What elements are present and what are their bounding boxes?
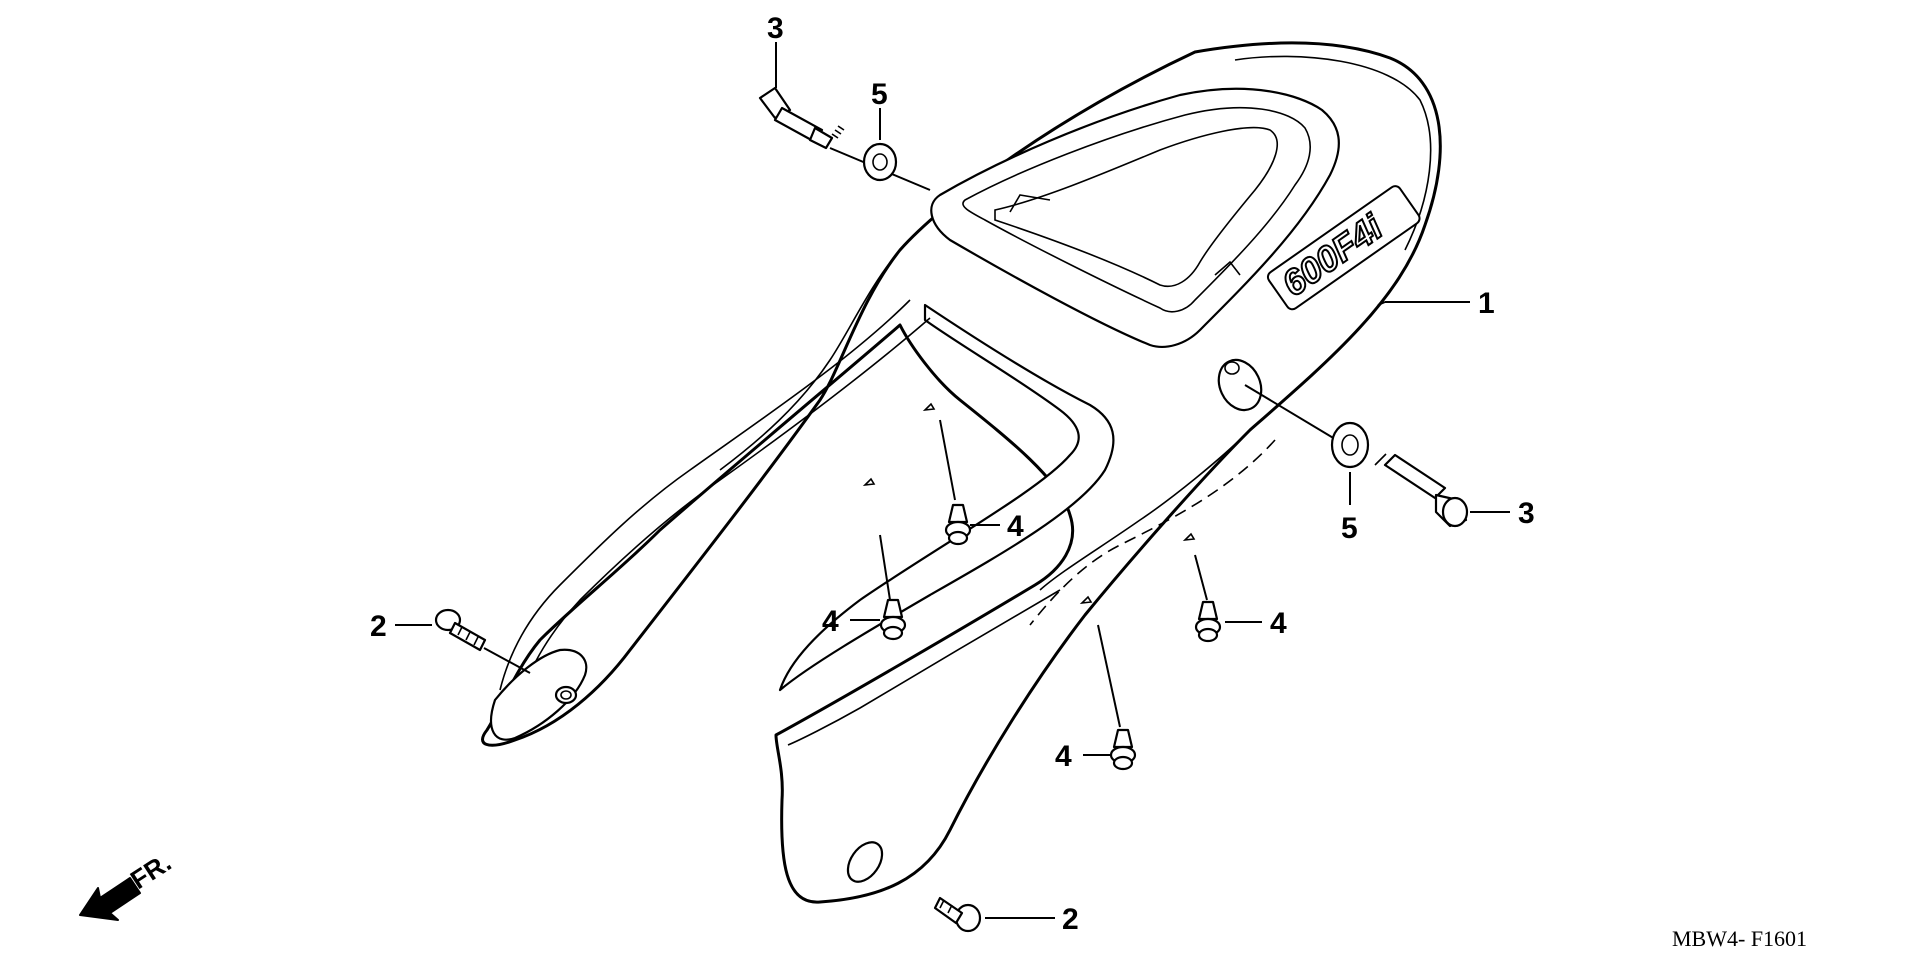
leader-4c-up [1194, 554, 1208, 601]
screw-left [434, 608, 487, 652]
callout-2a: 2 [370, 610, 387, 643]
grommet-right [1330, 421, 1370, 469]
lower-panel-edge [1039, 429, 1251, 591]
lower-flange [787, 589, 1061, 746]
arm-channel-2 [519, 317, 931, 701]
screw-bottom [933, 896, 982, 933]
rail-ridge [719, 249, 901, 471]
bolt-top [758, 86, 845, 150]
callout-5a: 5 [871, 78, 888, 111]
callout-4b: 4 [822, 605, 839, 638]
trim-dashed-line [1029, 439, 1276, 626]
seat-opening-inner [962, 106, 1311, 313]
callout-5b: 5 [1341, 512, 1358, 545]
callout-4d: 4 [1055, 740, 1072, 773]
clip-mark-3 [1182, 532, 1196, 542]
leader-lines [395, 42, 1510, 919]
seat-opening [930, 87, 1340, 348]
left-rail-hole [554, 685, 578, 705]
clip-b [879, 598, 907, 641]
clip-c [1194, 600, 1222, 643]
clip-mark-4 [1079, 595, 1093, 605]
right-side-hole [1224, 361, 1240, 375]
clip-d [1109, 728, 1137, 771]
leader-4a-up [939, 419, 956, 501]
callout-4c: 4 [1270, 607, 1287, 640]
front-arrow-icon [79, 877, 141, 921]
recess-step [1009, 194, 1241, 276]
tail-skin-line [1234, 55, 1432, 251]
leader-2a-line [483, 647, 531, 674]
clip-a [944, 503, 972, 546]
clip-mark-1 [922, 402, 936, 412]
bolt-right [1374, 453, 1469, 528]
arm-channel [499, 299, 911, 691]
front-direction-indicator: FR. [79, 847, 176, 921]
leader-4d-up [1097, 624, 1121, 728]
callout-3b: 3 [1518, 497, 1535, 530]
right-side-recess [1217, 358, 1263, 412]
left-rail-hole-inner [560, 690, 572, 700]
callout-4a: 4 [1007, 510, 1024, 543]
grommet-top [862, 142, 898, 182]
diagram-code: MBW4- F1601 [1672, 926, 1807, 951]
callouts: 1 2 2 3 3 4 4 4 4 5 5 [370, 12, 1535, 936]
left-arm-opening [778, 303, 1115, 692]
callout-2b: 2 [1062, 903, 1079, 936]
callout-1: 1 [1478, 287, 1495, 320]
rear-cowl: 600F4i [481, 41, 1442, 904]
leader-right-fastener [1244, 384, 1346, 446]
callout-3a: 3 [767, 12, 784, 45]
leader-1b [1377, 301, 1386, 306]
leader-4b-up [879, 534, 891, 601]
grab-recess [994, 126, 1279, 287]
left-rail-end [490, 648, 588, 741]
rear-bottom-hole [846, 841, 884, 883]
clip-mark-2 [862, 477, 876, 487]
